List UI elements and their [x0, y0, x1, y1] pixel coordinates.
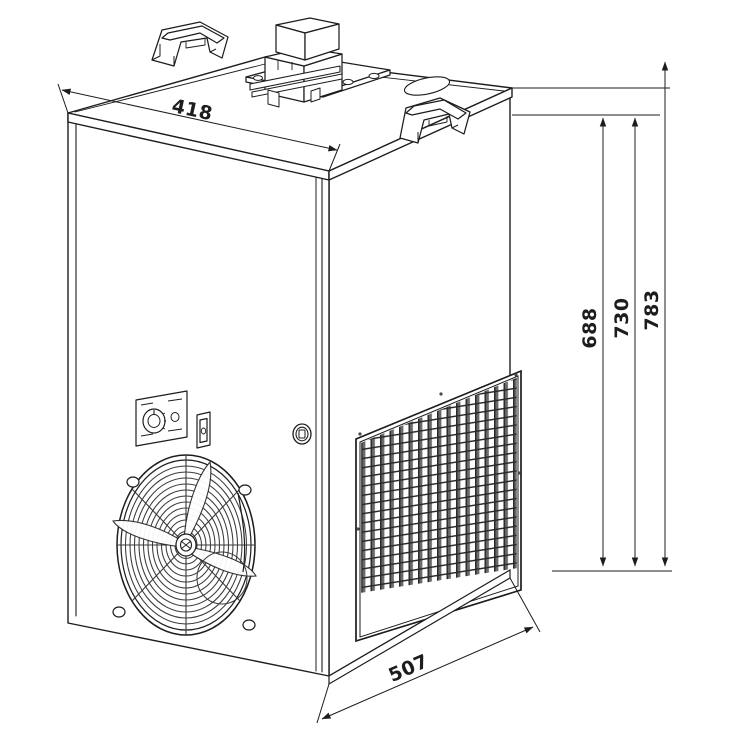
- base-plate-hole-left: [253, 75, 263, 81]
- fan-clip-bottom-right: [242, 619, 256, 631]
- grille-inner-outline: [359, 375, 519, 638]
- handle-left-leg-line: [151, 44, 161, 61]
- condenser-grille-panel: [355, 369, 522, 643]
- vertical-dimensions-group: [512, 61, 672, 572]
- indicator-lamp: [170, 412, 180, 422]
- compressor-head-right: [304, 23, 340, 61]
- dim-418-line: [61, 88, 338, 152]
- rocker-switch[interactable]: [196, 411, 211, 449]
- dim-507-ext-right: [509, 577, 541, 633]
- control-panel-with-knob: [135, 390, 188, 447]
- rotary-knob-ridges: [162, 412, 166, 430]
- dimension-783-label: 783: [641, 289, 663, 330]
- grille-frame-outline: [355, 369, 522, 643]
- dimension-418-group: [57, 83, 341, 172]
- grille-mesh-fill: [360, 376, 518, 595]
- handle-right-top-face: [405, 99, 467, 120]
- grille-mesh-area: [360, 376, 518, 595]
- base-plate-hole-mid: [342, 78, 354, 86]
- door-lock-latch[interactable]: [292, 423, 312, 445]
- compressor-terminal-box: [267, 89, 280, 108]
- dimension-730-label: 730: [611, 297, 633, 338]
- control-panel-label-slots: [140, 398, 183, 437]
- fan-blades: [112, 460, 257, 577]
- axial-fan-with-wire-guard: [112, 454, 257, 636]
- rocker-switch-marking: [200, 427, 207, 435]
- fan-clip-bottom-left: [112, 606, 126, 618]
- dim-418-ext-right: [328, 143, 341, 172]
- handle-right-leg-line-2: [451, 124, 459, 129]
- base-plate-hole-right: [368, 72, 380, 80]
- rotary-knob-inner[interactable]: [147, 414, 161, 428]
- handle-left-top-face: [161, 25, 225, 44]
- lifting-handle-right: [399, 76, 471, 144]
- fan-clip-top-right: [238, 484, 252, 496]
- lifting-handle-left: [151, 21, 229, 67]
- handle-right-rear-loop: [403, 76, 451, 96]
- fan-motor-shadow-ring: [196, 551, 248, 605]
- compressor-clamp-band: [249, 65, 341, 91]
- fan-blade-1: [183, 460, 212, 545]
- handle-right-inner-arch: [428, 116, 448, 127]
- handle-left-leg-line-3: [209, 48, 217, 53]
- fan-hub-cross: [180, 540, 192, 550]
- dim-507-line: [321, 626, 534, 720]
- dimension-507-group: [316, 577, 541, 724]
- handle-left-inner-arch: [185, 39, 206, 49]
- fan-clip-top-left: [126, 476, 140, 488]
- fan-guard-clips: [112, 476, 256, 631]
- compressor-fitting-right: [310, 87, 321, 103]
- fan-blade-3: [112, 519, 186, 548]
- dimension-688-label: 688: [579, 307, 601, 348]
- door-lock-keyway[interactable]: [298, 429, 306, 439]
